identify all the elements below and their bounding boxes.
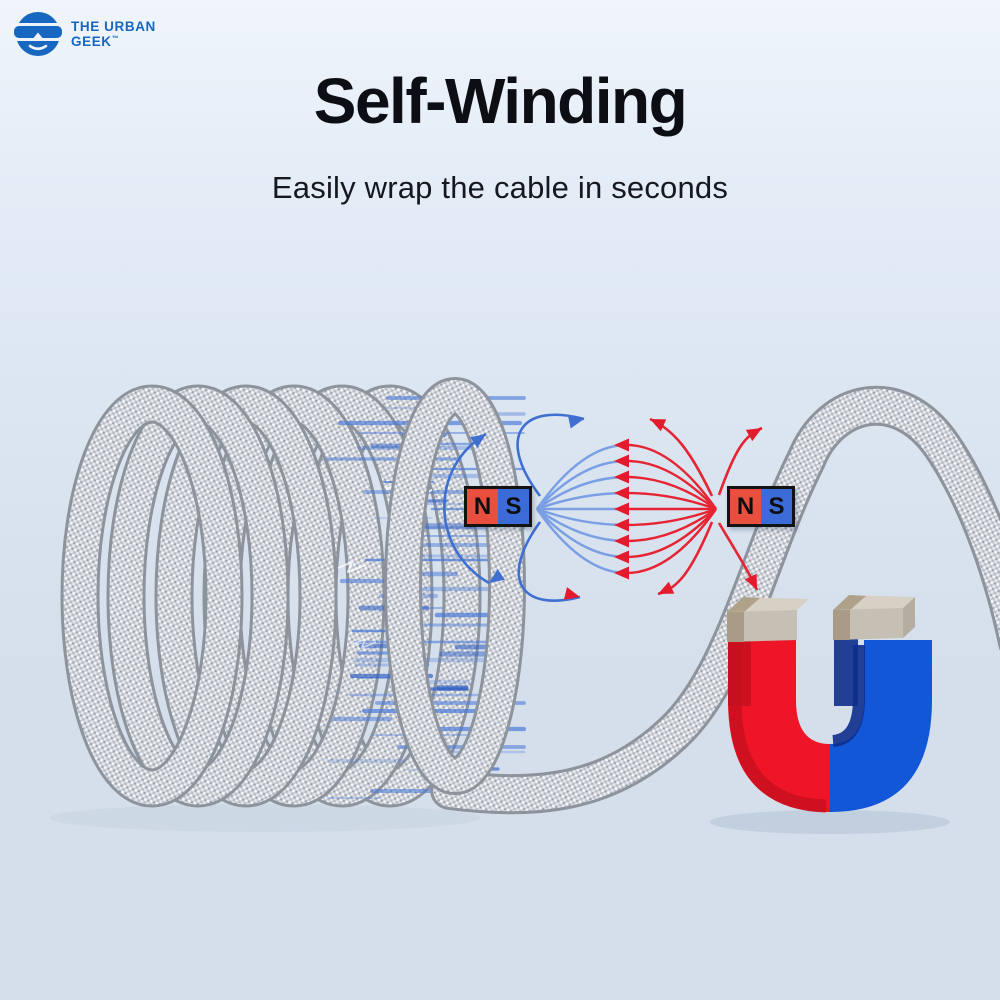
bar-magnet-label-left: N S: [464, 486, 532, 527]
magnet-tip-right: [833, 595, 915, 640]
field-outer-arcs: [443, 413, 763, 602]
magnet-tip-left: [727, 597, 809, 642]
brand-logo: THE URBAN GEEK™: [14, 10, 156, 58]
north-pole-label: N: [730, 489, 761, 524]
magnet-blue-half: [830, 640, 932, 812]
south-pole-label: S: [498, 489, 529, 524]
coil-shadow: [50, 804, 480, 832]
cable-loop: [384, 377, 526, 795]
magnetic-field-lines: [536, 438, 717, 580]
bar-magnet-label-right: N S: [727, 486, 795, 527]
cable-wave: [430, 385, 1000, 815]
magnet-shadow: [710, 810, 950, 834]
horseshoe-magnet: [727, 595, 932, 813]
subheadline: Easily wrap the cable in seconds: [271, 170, 729, 205]
headline: Self-Winding: [313, 65, 688, 137]
brand-name-line2: GEEK™: [71, 34, 119, 49]
brand-logo-text: THE URBAN GEEK™: [71, 19, 156, 49]
brand-name-line1: THE URBAN: [71, 18, 156, 34]
north-pole-label: N: [467, 489, 498, 524]
south-pole-label: S: [761, 489, 792, 524]
floor-shadows: [50, 804, 950, 834]
trademark-symbol: ™: [111, 35, 119, 43]
geek-head-icon: [14, 12, 62, 56]
